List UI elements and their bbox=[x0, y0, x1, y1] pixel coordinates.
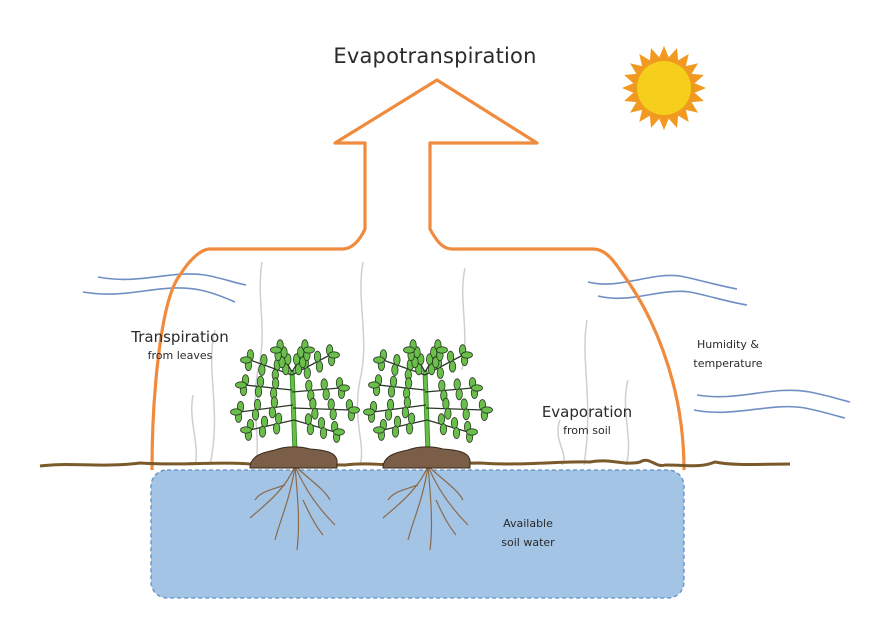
evaporation-label: Evaporation from soil bbox=[532, 402, 642, 437]
vapor-icon bbox=[191, 261, 630, 466]
transpiration-sub: from leaves bbox=[147, 349, 213, 362]
humidity-line1: Humidity & bbox=[697, 338, 759, 351]
transpiration-main: Transpiration bbox=[131, 328, 229, 346]
evapotranspiration-arrow bbox=[150, 78, 686, 471]
evaporation-sub: from soil bbox=[563, 424, 611, 437]
transpiration-label: Transpiration from leaves bbox=[110, 327, 250, 362]
humidity-line2: temperature bbox=[693, 357, 763, 370]
soil-mound bbox=[382, 446, 471, 469]
soil-water-reservoir bbox=[150, 469, 685, 599]
diagram-title: Evapotranspiration bbox=[333, 44, 537, 68]
plant-icon bbox=[230, 339, 360, 551]
soil-mound bbox=[249, 446, 338, 469]
soil-water-line2: soil water bbox=[501, 536, 555, 549]
ground-line bbox=[39, 458, 791, 468]
soil-water-label: Available soil water bbox=[478, 514, 578, 552]
wind-icon bbox=[82, 273, 851, 419]
roots-icon bbox=[249, 465, 336, 551]
plant-icon bbox=[363, 339, 493, 551]
humidity-label: Humidity & temperature bbox=[678, 335, 778, 373]
roots-icon bbox=[382, 465, 469, 551]
plants bbox=[230, 339, 493, 551]
sun-icon bbox=[622, 46, 706, 130]
soil-water-line1: Available bbox=[503, 517, 553, 530]
evaporation-main: Evaporation bbox=[541, 403, 633, 421]
